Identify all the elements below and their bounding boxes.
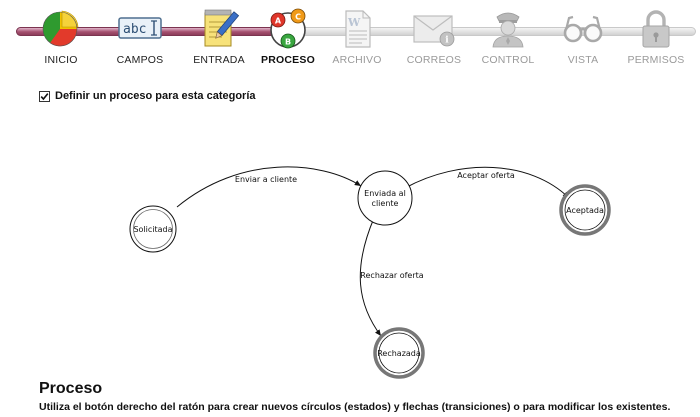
- step-control[interactable]: CONTROL: [463, 6, 553, 66]
- svg-text:abc: abc: [123, 22, 146, 37]
- wizard-steps: INICIO abc CAMPOS: [0, 0, 700, 72]
- section-title: Proceso: [39, 380, 103, 397]
- svg-text:W: W: [347, 16, 361, 29]
- step-label: CONTROL: [481, 54, 535, 66]
- state-rechazada[interactable]: Rechazada: [373, 327, 425, 379]
- transition-aceptar-oferta[interactable]: [404, 166, 570, 199]
- state-label: Rechazada: [377, 349, 421, 358]
- transition-enviar-a-cliente[interactable]: [176, 166, 362, 208]
- process-diagram[interactable]: Enviar a cliente Aceptar oferta Rechazar…: [0, 110, 700, 380]
- state-label: Enviada al: [364, 189, 406, 198]
- police-officer-icon: [492, 12, 524, 48]
- step-archivo[interactable]: W ARCHIVO: [312, 6, 402, 66]
- step-label: VISTA: [567, 54, 599, 66]
- step-label: PROCESO: [261, 54, 315, 66]
- step-label: ARCHIVO: [332, 54, 382, 66]
- process-abc-icon: A C B: [270, 8, 306, 49]
- define-process-label: Definir un proceso para esta categoría: [55, 90, 256, 102]
- state-solicitada[interactable]: Solicitada: [129, 205, 177, 253]
- process-letter: B: [285, 38, 291, 47]
- checkmark-icon: [40, 92, 49, 100]
- state-label: cliente: [372, 199, 399, 208]
- state-aceptada[interactable]: Aceptada: [559, 184, 611, 236]
- text-field-icon: abc: [118, 17, 162, 39]
- glasses-icon: [563, 15, 603, 43]
- svg-text:i: i: [445, 36, 449, 46]
- step-vista[interactable]: VISTA: [538, 6, 628, 66]
- state-enviada-al-cliente[interactable]: Enviada al cliente: [357, 170, 413, 226]
- step-entrada[interactable]: ENTRADA: [174, 6, 264, 66]
- transition-label: Enviar a cliente: [235, 175, 297, 184]
- step-permisos[interactable]: PERMISOS: [611, 6, 700, 66]
- step-label: INICIO: [44, 54, 78, 66]
- step-label: CORREOS: [406, 54, 462, 66]
- word-document-icon: W: [345, 10, 371, 48]
- define-process-checkbox[interactable]: [39, 90, 50, 102]
- state-label: Solicitada: [133, 225, 172, 234]
- pie-chart-icon: [42, 10, 79, 47]
- step-proceso[interactable]: A C B PROCESO: [243, 6, 333, 66]
- process-letter: A: [275, 17, 282, 26]
- step-label: ENTRADA: [193, 54, 245, 66]
- transition-label: Aceptar oferta: [457, 171, 515, 180]
- state-label: Aceptada: [566, 206, 604, 215]
- define-process-row[interactable]: Definir un proceso para esta categoría: [39, 89, 256, 103]
- notepad-icon: [204, 9, 240, 47]
- step-correos[interactable]: i CORREOS: [389, 6, 479, 66]
- process-letter: C: [295, 13, 301, 22]
- transition-rechazar-oferta[interactable]: [359, 217, 382, 337]
- transition-label: Rechazar oferta: [360, 271, 423, 280]
- step-label: PERMISOS: [627, 54, 685, 66]
- step-campos[interactable]: abc CAMPOS: [95, 6, 185, 66]
- padlock-icon: [642, 10, 670, 48]
- step-label: CAMPOS: [116, 54, 164, 66]
- mail-icon: i: [413, 15, 455, 47]
- section-description: Utiliza el botón derecho del ratón para …: [39, 401, 671, 413]
- step-inicio[interactable]: INICIO: [16, 6, 106, 66]
